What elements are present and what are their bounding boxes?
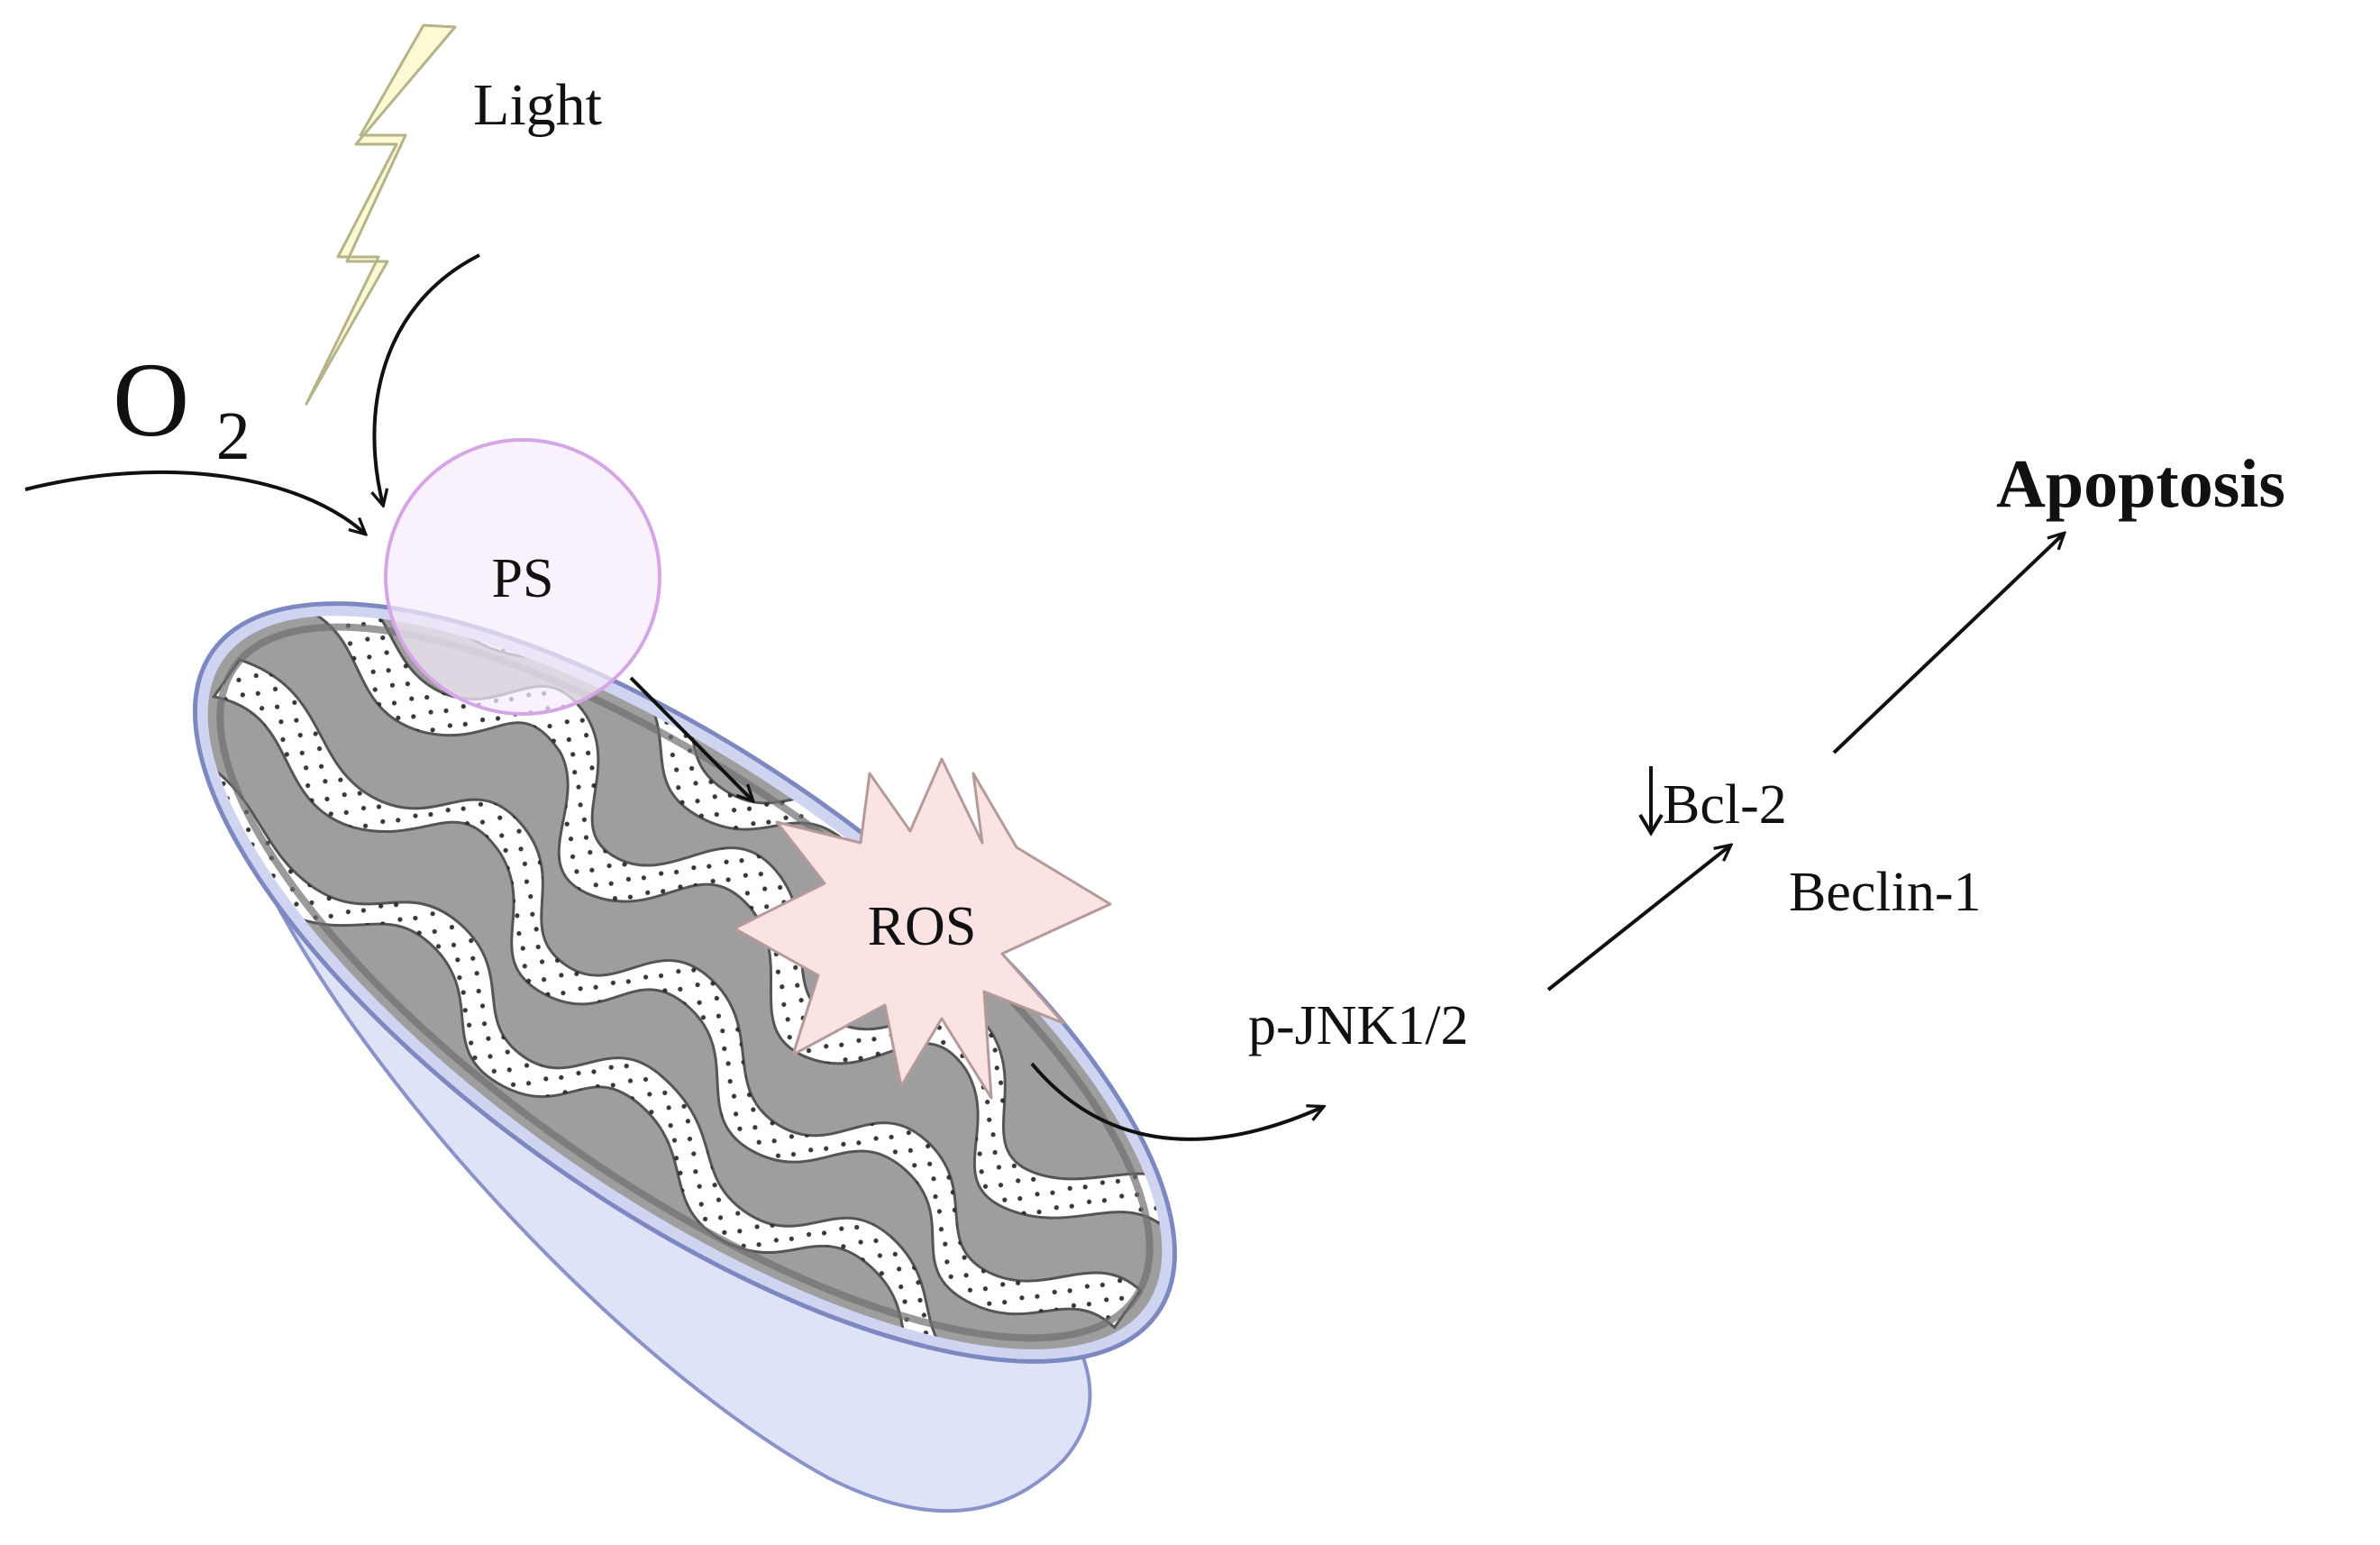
ps-to-ros-arrow	[629, 676, 752, 800]
oxygen-subscript: 2	[216, 398, 251, 474]
bcl2-label: Bcl-2	[1663, 774, 1787, 836]
light-arrow	[374, 253, 480, 505]
lightning-icon	[305, 23, 457, 406]
oxygen-label: O 2	[113, 341, 251, 474]
mitochondrion	[150, 486, 1256, 1513]
photosensitizer-circle	[384, 438, 661, 716]
ros-label: ROS	[868, 896, 977, 957]
bcl2-to-apoptosis-arrow	[1832, 534, 2064, 754]
ros-burst-icon	[733, 757, 1112, 1100]
ps-label: PS	[492, 548, 554, 609]
beclin-label: Beclin-1	[1789, 862, 1982, 923]
pjnk-label: p-JNK1/2	[1248, 995, 1469, 1056]
down-arrow-icon	[1638, 766, 1664, 836]
pjnk-to-bcl2-arrow	[1546, 846, 1730, 992]
oxygen-arrow	[24, 470, 365, 534]
ros-to-pjnk-arrow	[1030, 1062, 1323, 1141]
light-label: Light	[473, 72, 602, 138]
apoptosis-label: Apoptosis	[1996, 446, 2285, 522]
